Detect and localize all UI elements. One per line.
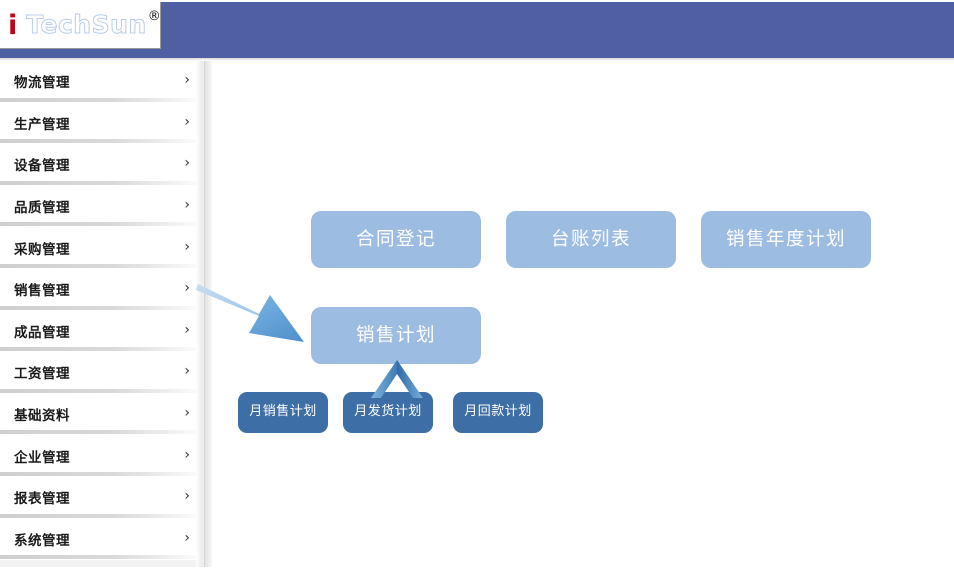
node-label: 合同登记: [355, 228, 436, 250]
sidebar-item-basic-data[interactable]: 基础资料 ›: [0, 393, 206, 436]
sidebar-item-finished-goods[interactable]: 成品管理 ›: [0, 310, 206, 353]
chevron-right-icon: ›: [184, 72, 190, 89]
chevron-right-icon: ›: [184, 197, 190, 214]
chevron-right-icon: ›: [184, 321, 190, 338]
logo-wordmark: TechSun: [26, 9, 147, 39]
sidebar-item-system[interactable]: 系统管理 ›: [0, 518, 206, 561]
sidebar-nav[interactable]: 物流管理 › 生产管理 › 设备管理 › 品质管理 › 采购管理 › 销售管理 …: [0, 61, 206, 567]
chevron-right-icon: ›: [184, 113, 190, 130]
sidebar-item-label: 物流管理: [14, 75, 70, 92]
node-label: 销售计划: [355, 324, 436, 346]
sidebar-item-production[interactable]: 生产管理 ›: [0, 102, 206, 145]
sidebar-item-sales[interactable]: 销售管理 ›: [0, 268, 206, 311]
sidebar-item-logistics[interactable]: 物流管理 ›: [0, 61, 206, 103]
registered-trademark-icon: ®: [147, 8, 161, 24]
sidebar-item-equipment[interactable]: 设备管理 ›: [0, 144, 206, 186]
node-label: 月回款计划: [464, 404, 532, 420]
sidebar-scrollbar-thumb[interactable]: [204, 61, 212, 567]
chevron-right-icon: ›: [184, 238, 190, 255]
sidebar-item-reports[interactable]: 报表管理 ›: [0, 476, 206, 519]
sidebar-item-payroll[interactable]: 工资管理 ›: [0, 352, 206, 394]
sidebar-item-label: 工资管理: [14, 366, 70, 383]
chevron-right-icon: ›: [184, 488, 190, 505]
sidebar-item-label: 基础资料: [14, 408, 70, 425]
node-monthly-sales-plan[interactable]: 月销售计划: [238, 392, 328, 433]
node-contract-registration[interactable]: 合同登记: [311, 211, 481, 268]
node-label: 台账列表: [550, 228, 631, 250]
node-monthly-collection-plan[interactable]: 月回款计划: [453, 392, 543, 433]
node-label: 销售年度计划: [725, 228, 846, 250]
node-monthly-shipment-plan[interactable]: 月发货计划: [343, 392, 433, 433]
sidebar-item-quality[interactable]: 品质管理 ›: [0, 185, 206, 228]
header-bar: i TechSun ®: [0, 0, 954, 61]
sidebar-item-label: 采购管理: [14, 241, 70, 258]
sidebar-item-label: 设备管理: [14, 158, 70, 175]
sidebar-item-label: 成品管理: [14, 324, 70, 341]
sidebar-item-label: 报表管理: [14, 491, 70, 508]
sidebar-item-label: 生产管理: [14, 116, 70, 133]
brand-logo[interactable]: i TechSun ®: [0, 2, 161, 49]
sidebar-item-enterprise[interactable]: 企业管理 ›: [0, 435, 206, 477]
sidebar-item-label: 品质管理: [14, 200, 70, 217]
node-sales-plan[interactable]: 销售计划: [311, 307, 481, 364]
chevron-right-icon: ›: [184, 363, 190, 380]
logo-i-icon: i: [8, 9, 18, 41]
sidebar-item-purchasing[interactable]: 采购管理 ›: [0, 227, 206, 269]
chevron-right-icon: ›: [184, 446, 190, 463]
chevron-right-icon: ›: [184, 529, 190, 546]
sidebar-item-label: 销售管理: [14, 283, 70, 300]
node-label: 月销售计划: [249, 404, 317, 420]
sidebar-item-label: 企业管理: [14, 449, 70, 466]
chevron-right-icon: ›: [184, 155, 190, 172]
main-content: 合同登记 台账列表 销售年度计划 销售计划 月销售计划 月发货计划 月回款计划: [212, 61, 954, 587]
chevron-right-icon: ›: [184, 405, 190, 422]
node-annual-sales-plan[interactable]: 销售年度计划: [701, 211, 871, 268]
node-label: 月发货计划: [354, 404, 422, 420]
sidebar-item-label: 系统管理: [14, 532, 70, 549]
node-ledger-list[interactable]: 台账列表: [506, 211, 676, 268]
chevron-right-icon: ›: [184, 280, 190, 297]
